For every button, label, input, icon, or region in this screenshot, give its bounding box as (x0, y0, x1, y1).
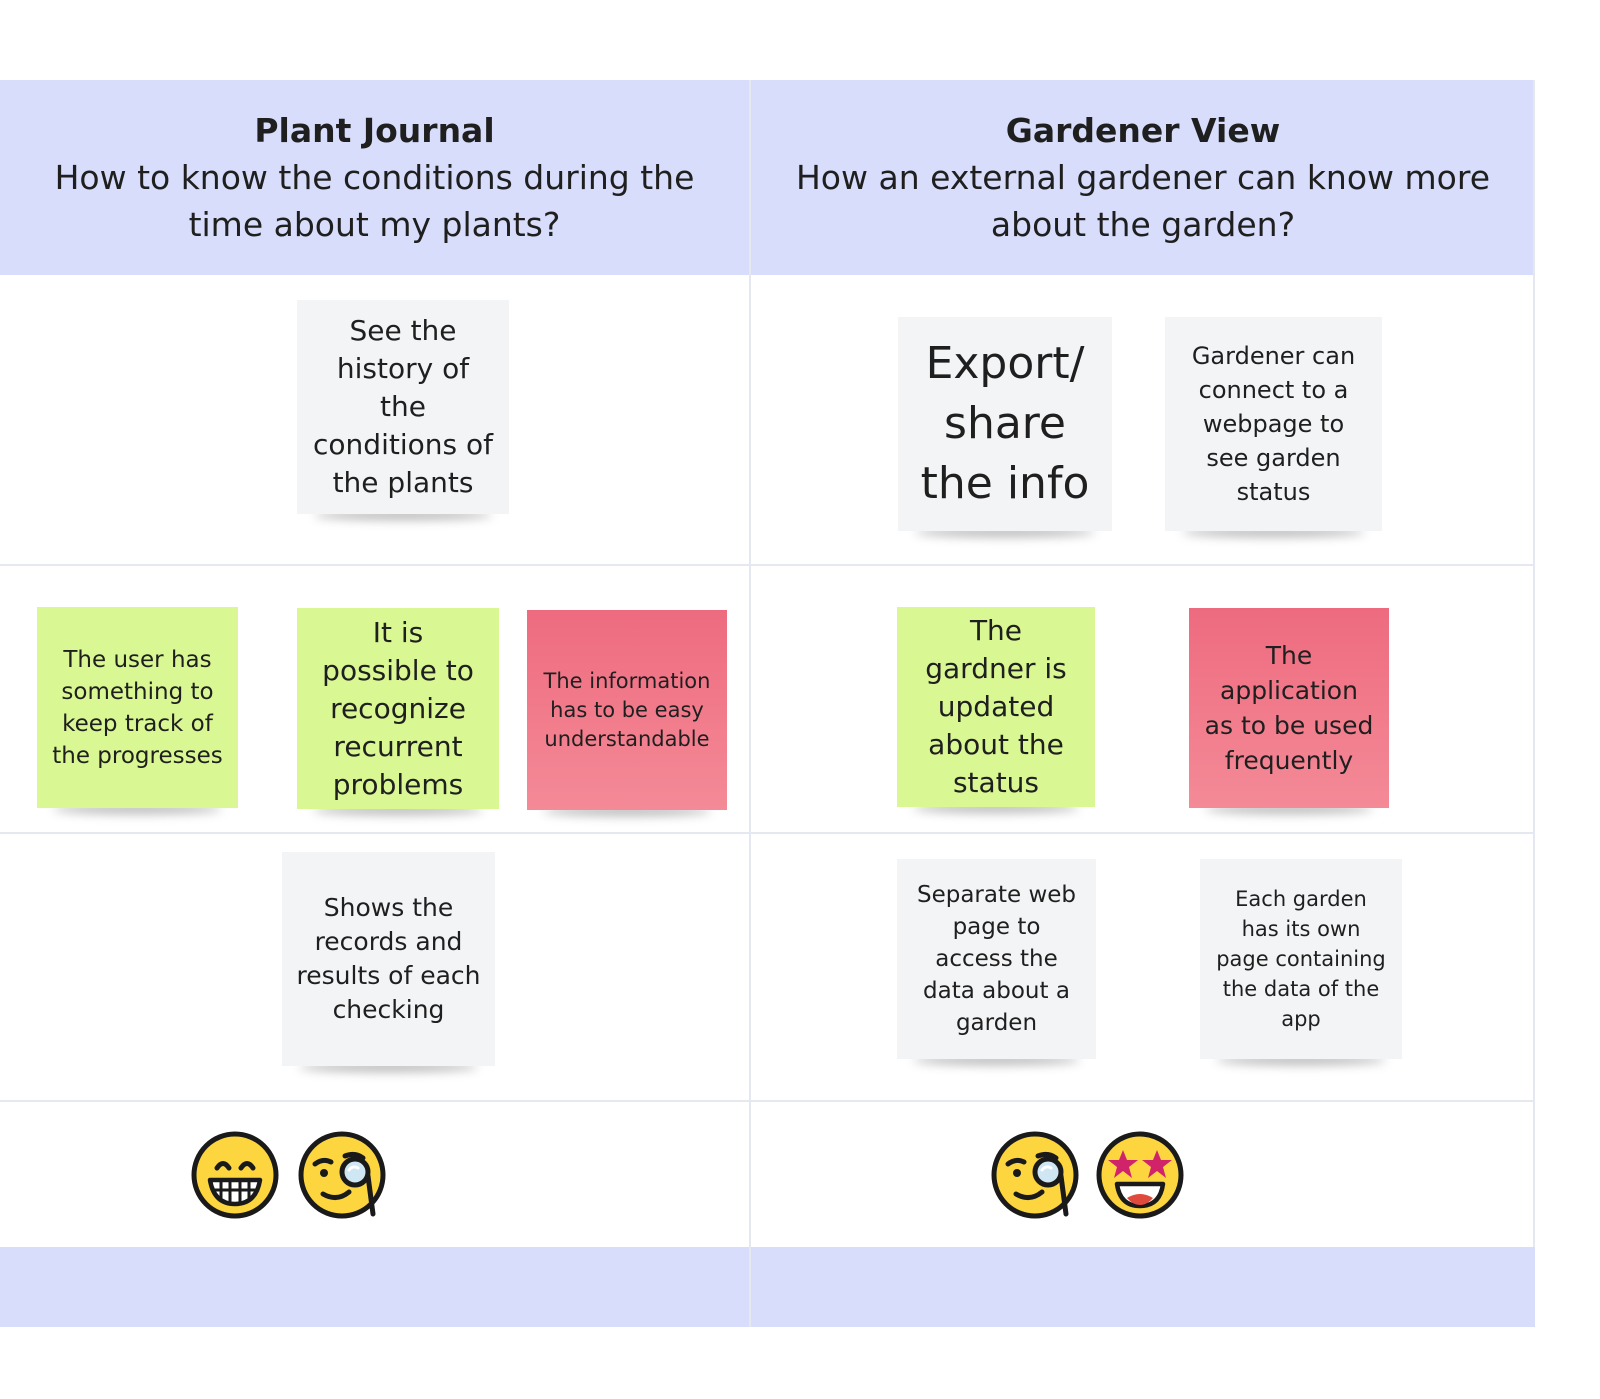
sticky-note-recurrent-problems[interactable]: It is possible to recognize recurrent pr… (297, 608, 499, 809)
sticky-note-separate-page[interactable]: Separate web page to access the data abo… (897, 859, 1096, 1059)
row-divider (0, 1100, 1535, 1102)
grinning-face-icon (191, 1131, 279, 1219)
sticky-note-text: Shows the records and results of each ch… (296, 893, 481, 1024)
sticky-note-export[interactable]: Export/ share the info (898, 317, 1112, 531)
column-title: Gardener View (1005, 110, 1281, 150)
sticky-note-gardener-connect[interactable]: Gardener can connect to a webpage to see… (1165, 317, 1382, 531)
column-footer-plant-journal (0, 1247, 749, 1327)
face-with-monocle-icon (298, 1131, 386, 1219)
column-header-plant-journal: Plant Journal How to know the conditions… (0, 80, 749, 275)
sticky-note-text: The user has something to keep track of … (52, 646, 223, 769)
face-with-monocle-icon (991, 1131, 1079, 1219)
column-footer-gardener-view (751, 1247, 1535, 1327)
sticky-note-records[interactable]: Shows the records and results of each ch… (282, 852, 495, 1066)
sticky-note-text: See the history of the conditions of the… (313, 314, 493, 499)
sticky-note-text: The information has to be easy understan… (543, 668, 711, 751)
sticky-note-text: It is possible to recognize recurrent pr… (322, 615, 474, 801)
column-title: Plant Journal (254, 110, 495, 150)
sticky-note-text: The application as to be used frequently (1204, 641, 1374, 775)
sticky-note-text: Each garden has its own page containing … (1216, 887, 1386, 1031)
column-divider (749, 80, 751, 1327)
sticky-note-text: The gardner is updated about the status (925, 614, 1067, 799)
column-question: How to know the conditions during the ti… (54, 157, 695, 244)
board: Plant Journal How to know the conditions… (0, 80, 1535, 1327)
sticky-note-text: Export/ share the info (920, 338, 1090, 509)
sticky-note-own-page[interactable]: Each garden has its own page containing … (1200, 859, 1402, 1059)
sticky-note-text: Separate web page to access the data abo… (916, 882, 1077, 1036)
column-header-gardener-view: Gardener View How an external gardener c… (751, 80, 1535, 275)
column-question: How an external gardener can know more a… (795, 157, 1490, 244)
sticky-note-frequently[interactable]: The application as to be used frequently (1189, 608, 1389, 808)
row-divider (0, 832, 1535, 834)
sticky-note-history[interactable]: See the history of the conditions of the… (297, 300, 509, 514)
board-right-edge (1533, 80, 1535, 1327)
sticky-note-gardner-updated[interactable]: The gardner is updated about the status (897, 607, 1095, 807)
sticky-note-easy-understandable[interactable]: The information has to be easy understan… (527, 610, 727, 810)
star-struck-icon (1096, 1131, 1184, 1219)
row-divider (0, 564, 1535, 566)
sticky-note-text: Gardener can connect to a webpage to see… (1191, 342, 1356, 506)
sticky-note-keep-track[interactable]: The user has something to keep track of … (37, 607, 238, 808)
